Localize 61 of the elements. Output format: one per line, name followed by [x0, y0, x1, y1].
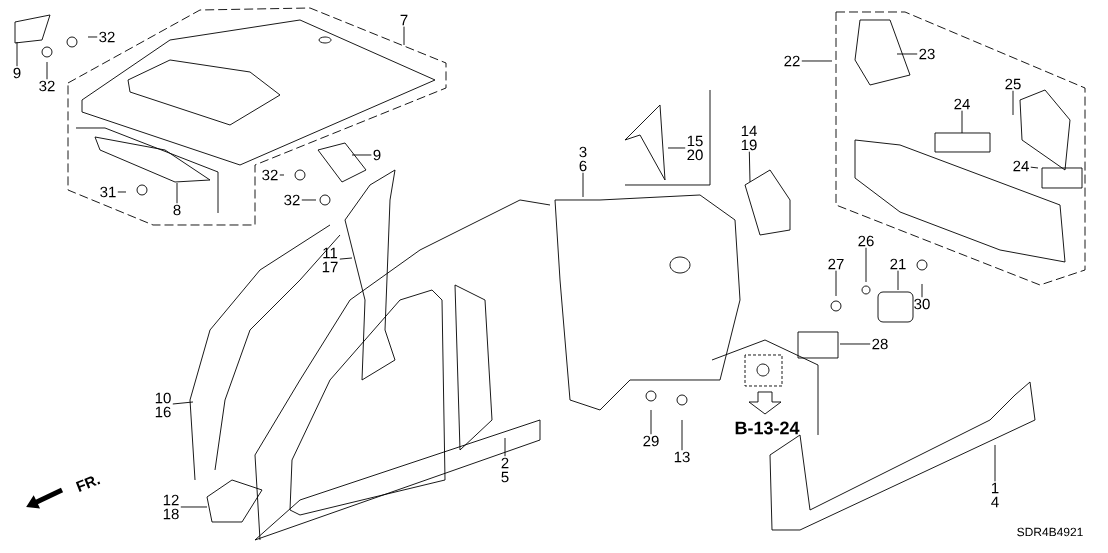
leader-line	[176, 182, 178, 204]
leader-line	[172, 401, 194, 405]
leader-line	[994, 444, 996, 482]
leader-line	[279, 174, 285, 176]
callout-number: 27	[828, 258, 844, 270]
leader-line	[667, 147, 686, 149]
callout-number: 10 16	[155, 392, 171, 418]
callout-number: 29	[643, 435, 659, 447]
leader-line	[504, 437, 506, 457]
callout-number: 25	[1005, 78, 1021, 90]
leader-line	[650, 409, 652, 435]
callout-number: 13	[674, 451, 690, 463]
callout-number: 22	[784, 55, 800, 67]
callout-number: 14 19	[741, 125, 757, 151]
reference-label: B-13-24	[735, 421, 800, 435]
direction-label: FR.	[75, 476, 101, 492]
callout-number: 8	[173, 204, 181, 216]
callout-number: 31	[100, 186, 116, 198]
leader-line	[681, 419, 683, 451]
leader-line	[865, 247, 867, 283]
leader-line	[961, 110, 963, 134]
leader-line	[897, 270, 899, 291]
leader-line	[301, 199, 317, 201]
callout-number: 12 18	[163, 494, 179, 520]
callout-number: 2 5	[501, 457, 509, 483]
leader-line	[582, 172, 584, 198]
leader-line	[839, 343, 871, 345]
callout-number: 9	[373, 149, 381, 161]
drawing-code: SDR4B4921	[1017, 527, 1083, 537]
leader-line	[835, 270, 837, 297]
leader-line	[403, 26, 405, 46]
callout-number: 26	[858, 235, 874, 247]
leader-line	[748, 151, 751, 183]
callout-number: 9	[13, 67, 21, 79]
callout-number: 32	[39, 80, 55, 92]
callout-number: 28	[872, 338, 888, 350]
leader-line	[1012, 90, 1014, 116]
leader-line	[1030, 166, 1039, 169]
leader-line	[801, 60, 833, 62]
callout-number: 11 17	[322, 247, 338, 273]
callout-number: 1 4	[991, 482, 999, 508]
leader-line	[117, 191, 127, 193]
leader-line	[16, 41, 18, 67]
leader-line	[351, 154, 372, 156]
callout-number: 3 6	[579, 146, 587, 172]
callout-number: 32	[99, 31, 115, 43]
leader-line	[339, 257, 353, 260]
callout-number: 15 20	[687, 135, 703, 161]
callout-number: 24	[954, 98, 970, 110]
callout-number: 30	[914, 298, 930, 310]
leader-line	[180, 506, 208, 508]
callout-number: 32	[262, 169, 278, 181]
leader-line	[921, 283, 923, 298]
leader-line	[46, 61, 48, 80]
callout-number: 24	[1013, 160, 1029, 172]
leader-line	[87, 36, 98, 38]
callout-number: 7	[400, 14, 408, 26]
callout-number: 21	[890, 258, 906, 270]
callout-number: 23	[919, 48, 935, 60]
callout-number: 32	[284, 194, 300, 206]
leader-line	[896, 53, 918, 55]
